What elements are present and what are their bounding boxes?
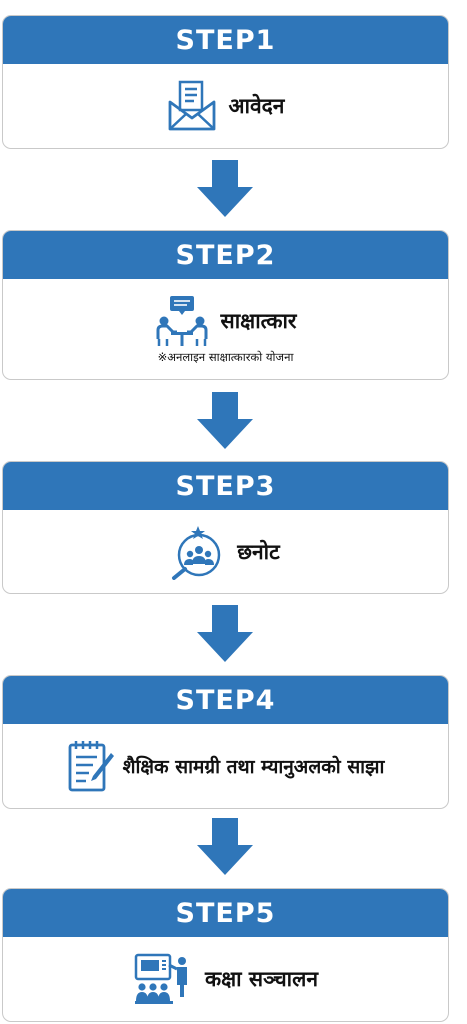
step-3-label: छनोट — [237, 539, 280, 564]
step-5-label: कक्षा सञ्चालन — [204, 967, 319, 991]
step-4-card: STEP4 शैक्षिक सामग्री तथा म्यानुअलको साझ… — [2, 675, 449, 809]
arrow-down-icon — [197, 818, 253, 875]
step-3-header: STEP3 — [3, 462, 448, 510]
step-2-card: STEP2 — [2, 230, 449, 380]
step-5-card: STEP5 — [2, 888, 449, 1022]
step-1-header: STEP1 — [3, 16, 448, 64]
candidate-search-icon — [171, 524, 225, 580]
envelope-document-icon — [167, 80, 217, 132]
step-4-header: STEP4 — [3, 676, 448, 724]
step-2-note: ※अनलाइन साक्षात्कारको योजना — [157, 349, 294, 364]
arrow-down-icon — [197, 605, 253, 662]
step-3-card: STEP3 छनोट — [2, 461, 449, 594]
step-4-label: शैक्षिक सामग्री तथा म्यानुअलको साझा — [122, 756, 385, 778]
step-5-header: STEP5 — [3, 889, 448, 937]
arrow-down-icon — [197, 160, 253, 217]
notepad-pen-icon — [67, 739, 115, 793]
arrow-down-icon — [197, 392, 253, 449]
interview-icon — [155, 294, 209, 348]
classroom-teacher-icon — [133, 953, 193, 1005]
step-1-label: आवेदन — [228, 94, 285, 118]
step-2-header: STEP2 — [3, 231, 448, 279]
step-1-card: STEP1 आवेदन — [2, 15, 449, 149]
step-2-label: साक्षात्कार — [220, 308, 297, 333]
